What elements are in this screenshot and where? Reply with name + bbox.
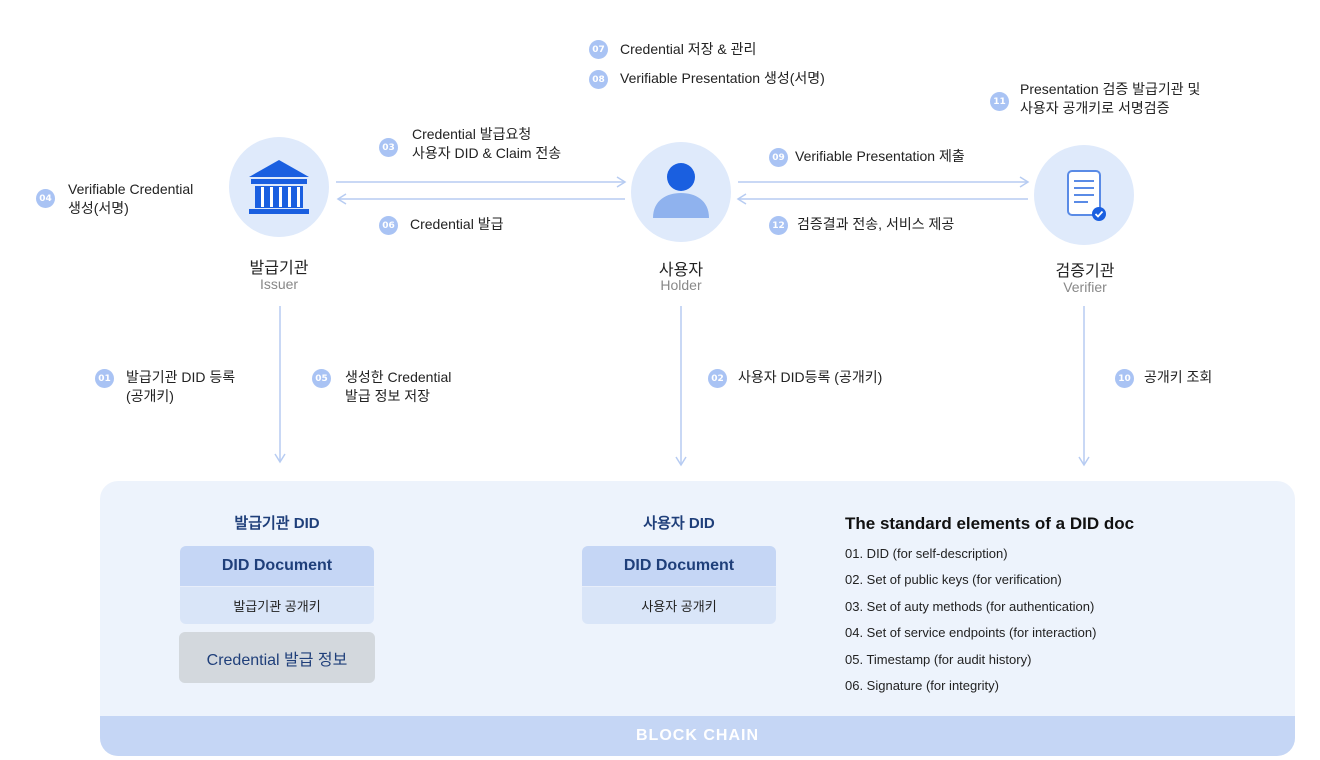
issuer-circle — [229, 137, 329, 237]
holder-did-title: 사용자 DID — [643, 515, 715, 532]
step-10-badge: 10 — [1115, 369, 1134, 388]
issuer-did-doc-header: DID Document — [180, 546, 374, 586]
step-10-label: 공개키 조회 — [1144, 368, 1212, 387]
step-07-line1: Credential 저장 & 관리 — [620, 41, 757, 57]
issuer-did-document: DID Document 발급기관 공개키 — [180, 546, 374, 624]
issuer-public-key: 발급기관 공개키 — [180, 586, 374, 624]
user-icon — [653, 163, 709, 218]
holder-name: 사용자 — [658, 262, 704, 279]
step-11-label: Presentation 검증 발급기관 및 사용자 공개키로 서명검증 — [1020, 80, 1200, 118]
step-11-badge: 11 — [990, 92, 1009, 111]
did-standard-item: 02. Set of public keys (for verification… — [845, 572, 1062, 587]
step-05-line1: 생성한 Credential — [345, 369, 452, 385]
step-12-badge: 12 — [769, 216, 788, 235]
step-06-line1: Credential 발급 — [410, 216, 504, 232]
holder-circle — [631, 142, 731, 242]
verifier-sub: Verifier — [1063, 279, 1107, 295]
did-standard-title: The standard elements of a DID doc — [845, 514, 1135, 533]
verifier-circle — [1034, 145, 1134, 245]
step-08-line1: Verifiable Presentation 생성(서명) — [620, 70, 825, 86]
step-03-line1: Credential 발급요청 — [412, 126, 532, 142]
step-02-line1: 사용자 DID등록 (공개키) — [738, 369, 883, 385]
step-11-line2: 사용자 공개키로 서명검증 — [1020, 100, 1170, 116]
step-07-label: Credential 저장 & 관리 — [620, 40, 756, 59]
step-02-badge: 02 — [708, 369, 727, 388]
step-09-label: Verifiable Presentation 제출 — [795, 147, 965, 166]
step-08-badge: 08 — [589, 70, 608, 89]
step-05-badge: 05 — [312, 369, 331, 388]
step-04-label: Verifiable Credential 생성(서명) — [68, 180, 193, 218]
holder-did-doc-header: DID Document — [582, 546, 776, 586]
step-12-label: 검증결과 전송, 서비스 제공 — [797, 215, 954, 234]
did-standard-item: 04. Set of service endpoints (for intera… — [845, 625, 1097, 640]
did-standard-item: 01. DID (for self-description) — [845, 546, 1008, 561]
did-standard-item: 06. Signature (for integrity) — [845, 678, 999, 693]
step-04-line1: Verifiable Credential — [68, 181, 194, 197]
step-03-line2: 사용자 DID & Claim 전송 — [412, 145, 562, 161]
blockchain-bar: BLOCK CHAIN — [100, 716, 1295, 756]
step-03-label: Credential 발급요청 사용자 DID & Claim 전송 — [412, 125, 561, 163]
issuer-did-title: 발급기관 DID — [234, 515, 320, 532]
verifier-name: 검증기관 — [1055, 263, 1115, 280]
step-09-badge: 09 — [769, 148, 788, 167]
step-06-label: Credential 발급 — [410, 215, 503, 234]
holder-sub: Holder — [660, 277, 702, 293]
step-06-badge: 06 — [379, 216, 398, 235]
step-03-badge: 03 — [379, 138, 398, 157]
step-07-badge: 07 — [589, 40, 608, 59]
step-01-label: 발급기관 DID 등록 (공개키) — [126, 368, 235, 406]
did-standard-item: 03. Set of auty methods (for authenticat… — [845, 599, 1095, 614]
did-standard-item: 05. Timestamp (for audit history) — [845, 652, 1032, 667]
step-10-line1: 공개키 조회 — [1144, 369, 1213, 385]
step-09-line1: Verifiable Presentation 제출 — [795, 148, 965, 164]
step-04-badge: 04 — [36, 189, 55, 208]
step-04-line2: 생성(서명) — [68, 200, 129, 216]
bank-icon — [249, 160, 309, 214]
issuer-sub: Issuer — [259, 276, 299, 292]
step-08-label: Verifiable Presentation 생성(서명) — [620, 69, 825, 88]
step-11-line1: Presentation 검증 발급기관 및 — [1020, 81, 1201, 97]
holder-did-document: DID Document 사용자 공개키 — [582, 546, 776, 624]
holder-public-key: 사용자 공개키 — [582, 586, 776, 624]
credential-issue-info: Credential 발급 정보 — [179, 632, 375, 683]
document-check-icon — [1067, 170, 1106, 221]
step-01-line2: (공개키) — [126, 388, 174, 404]
step-02-label: 사용자 DID등록 (공개키) — [738, 368, 882, 387]
step-01-badge: 01 — [95, 369, 114, 388]
step-12-line1: 검증결과 전송, 서비스 제공 — [797, 216, 955, 232]
step-05-label: 생성한 Credential 발급 정보 저장 — [345, 368, 451, 406]
step-05-line2: 발급 정보 저장 — [345, 388, 431, 404]
step-01-line1: 발급기관 DID 등록 — [126, 369, 236, 385]
issuer-name: 발급기관 — [249, 260, 309, 277]
